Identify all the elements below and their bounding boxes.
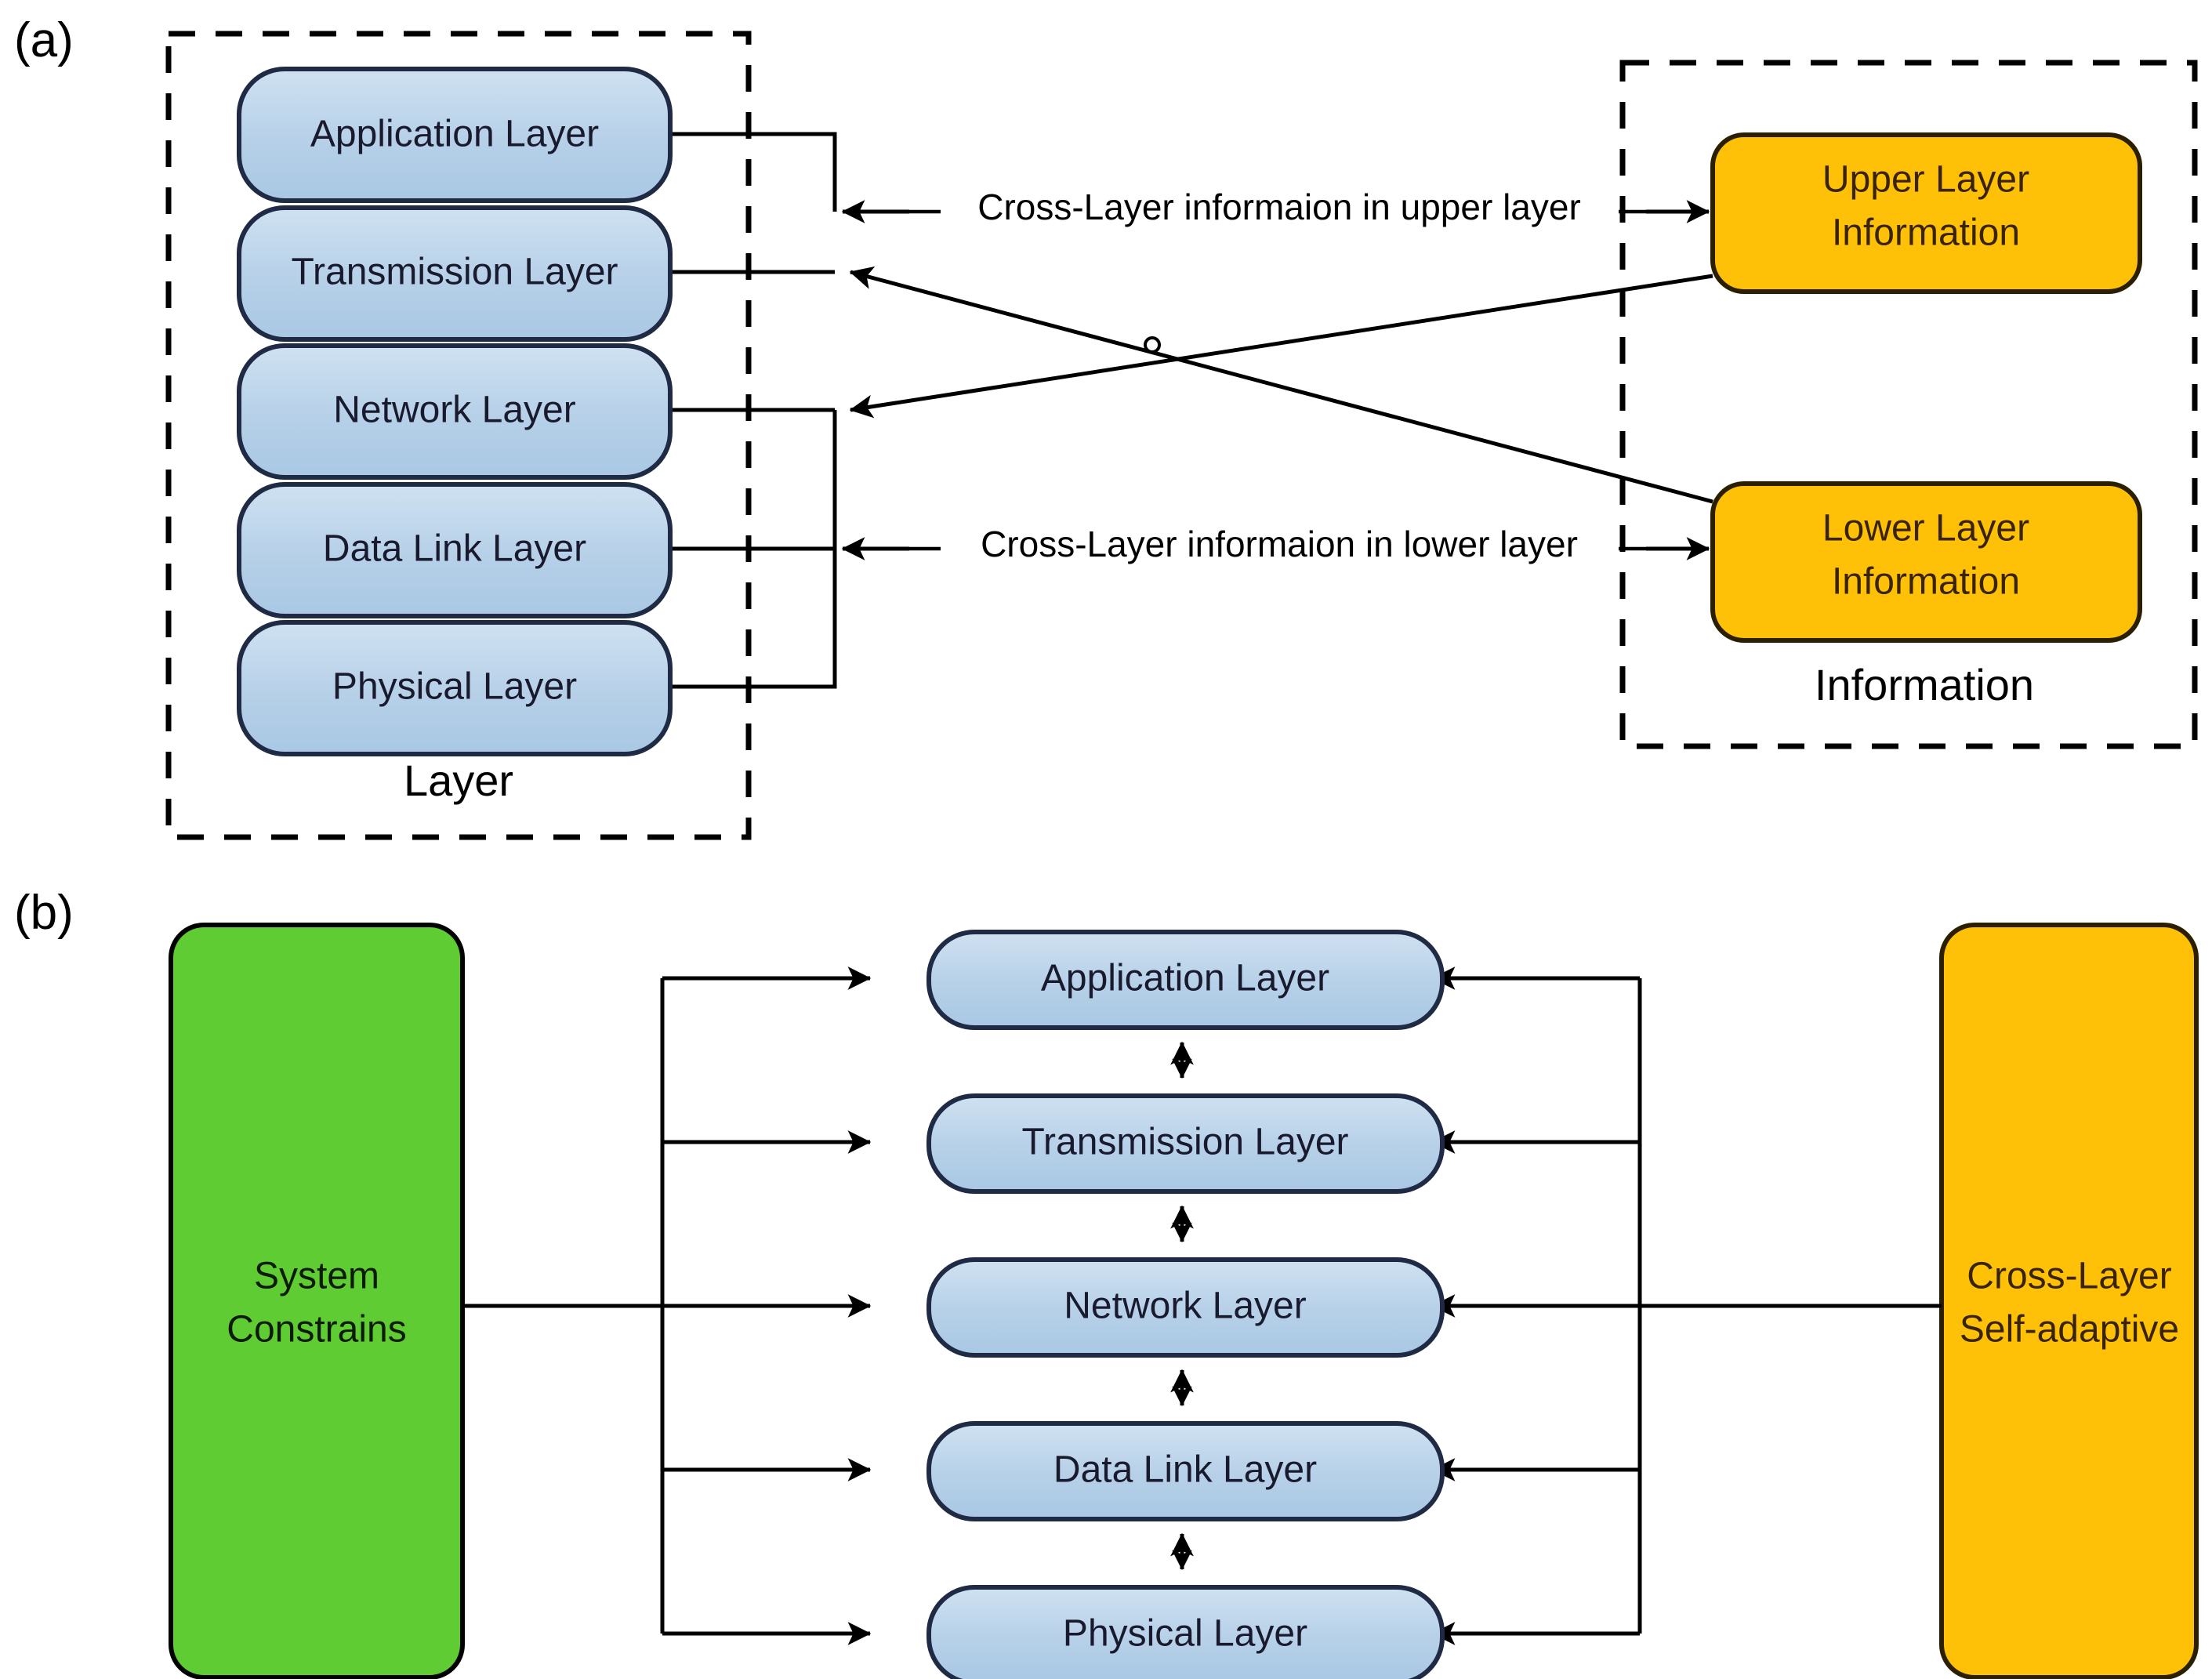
layer-box-physical-a-label: Physical Layer <box>332 666 577 708</box>
layer-box-network-a[interactable]: Network Layer <box>237 343 673 480</box>
cross-layer-lower-edge-label: Cross-Layer informaion in lower layer <box>981 524 1578 564</box>
panel-a-label: (a) <box>14 13 74 67</box>
cross-layer-lower-edge: Cross-Layer informaion in lower layer <box>841 524 1710 564</box>
layer-box-datalink-b-label: Data Link Layer <box>1053 1449 1317 1491</box>
panel-b-label: (b) <box>14 886 74 940</box>
layer-box-application-b-label: Application Layer <box>1041 958 1329 999</box>
cross-layer-upper-edge: Cross-Layer informaion in upper layer <box>841 187 1710 227</box>
layer-box-network-b-label: Network Layer <box>1064 1286 1306 1327</box>
info-box-upper[interactable]: Upper Layer Information <box>1710 132 2142 294</box>
info-box-upper-line2: Information <box>1832 212 2020 254</box>
layer-group-caption: Layer <box>404 756 513 805</box>
layer-box-application-a-label: Application Layer <box>310 114 599 155</box>
diagonal-lower-to-transmission <box>849 266 1713 504</box>
cross-layer-self-adaptive-line2: Self-adaptive <box>1960 1309 2179 1351</box>
info-box-lower[interactable]: Lower Layer Information <box>1710 481 2142 643</box>
lower-layer-bus <box>670 408 837 689</box>
cross-layer-upper-edge-label: Cross-Layer informaion in upper layer <box>977 187 1581 227</box>
cross-layer-self-adaptive-box[interactable]: Cross-Layer Self-adaptive <box>1939 923 2199 1679</box>
layer-box-transmission-a[interactable]: Transmission Layer <box>237 205 673 342</box>
info-box-upper-line1: Upper Layer <box>1822 159 2029 201</box>
info-box-lower-line1: Lower Layer <box>1822 508 2029 549</box>
information-group-caption: Information <box>1815 660 2034 709</box>
layer-box-transmission-b[interactable]: Transmission Layer <box>927 1093 1445 1194</box>
layer-box-physical-b-label: Physical Layer <box>1063 1613 1307 1655</box>
cross-layer-self-adaptive-line1: Cross-Layer <box>1967 1256 2171 1297</box>
layer-box-application-b[interactable]: Application Layer <box>927 930 1445 1030</box>
system-constrains-line2: Constrains <box>227 1309 406 1351</box>
layer-box-transmission-b-label: Transmission Layer <box>1021 1122 1348 1163</box>
layer-box-network-b[interactable]: Network Layer <box>927 1257 1445 1358</box>
layer-group-boundary <box>165 31 752 840</box>
diagonal-upper-to-network <box>849 274 1713 419</box>
layer-box-datalink-b[interactable]: Data Link Layer <box>927 1421 1445 1521</box>
upper-layer-bus <box>670 132 837 274</box>
layer-box-physical-b[interactable]: Physical Layer <box>927 1585 1445 1679</box>
system-constrains-box[interactable]: System Constrains <box>169 923 465 1679</box>
layer-box-network-a-label: Network Layer <box>333 390 575 431</box>
layer-box-datalink-a[interactable]: Data Link Layer <box>237 482 673 618</box>
diagonal-crossing-jumper <box>1144 336 1161 354</box>
layer-box-transmission-a-label: Transmission Layer <box>291 252 618 293</box>
layer-box-application-a[interactable]: Application Layer <box>237 67 673 203</box>
layer-box-physical-a[interactable]: Physical Layer <box>237 620 673 756</box>
right-distribution-bus <box>1431 966 1942 1645</box>
system-constrains-line1: System <box>254 1256 379 1297</box>
info-box-lower-line2: Information <box>1832 561 2020 603</box>
left-distribution-bus <box>462 966 872 1645</box>
information-group-boundary <box>1619 60 2198 749</box>
layer-box-datalink-a-label: Data Link Layer <box>323 528 586 570</box>
